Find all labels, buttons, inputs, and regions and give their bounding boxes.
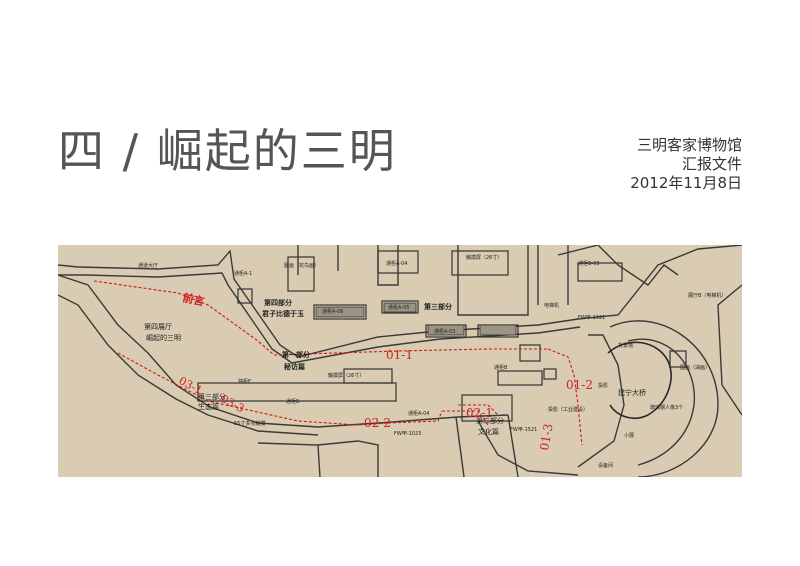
label-fw1321: FW甲-1321 — [578, 315, 605, 321]
page-title: 四 / 崛起的三明 — [58, 124, 397, 178]
plan-labels: 通道大厅 图画（花鸟画） 通柜A-1 通柜A-04 触摸屏（26寸） 通柜B-0… — [138, 254, 726, 469]
code-01-1: 01-1 — [386, 348, 413, 362]
visitor-route — [93, 280, 583, 446]
label-map-text: 图画（花鸟画） — [284, 262, 319, 269]
label-showcase-b03: 通柜B-03 — [578, 260, 600, 267]
label-screen: 触摸屏（26寸） — [466, 254, 502, 261]
label-part2: 第二部分 — [476, 416, 504, 425]
label-showcase-b: 通柜B — [494, 364, 508, 371]
label-entrance-lobby: 通道大厅 — [138, 262, 158, 269]
label-showcase-a04: 通柜A-04 — [386, 260, 407, 267]
label-part3-sub: 生态篇 — [198, 402, 219, 411]
label-part3b: 第三部分 — [424, 302, 452, 311]
label-projection: 投影 — [598, 382, 608, 389]
floor-plan: 通道大厅 图画（花鸟画） 通柜A-1 通柜A-04 触摸屏（26寸） 通柜B-0… — [58, 245, 742, 477]
label-showcase-a03: 通柜A-03 — [434, 328, 455, 335]
code-02-1: 02-1 — [466, 406, 493, 420]
label-part4-sub: 君子比德于玉 — [262, 309, 304, 318]
label-cabinet-e: 独柜E — [238, 378, 251, 385]
plan-headings: 第四展厅 崛起的三明 第四部分 君子比德于玉 第三部分 第一部分 秘访篇 第三部… — [144, 298, 646, 436]
label-part1-sub: 秘访篇 — [284, 362, 305, 371]
slide-meta: 三明客家博物馆 汇报文件 2012年11月8日 — [630, 136, 742, 193]
report-date: 2012年11月8日 — [630, 174, 742, 192]
label-landscape: 国画（油画） — [680, 364, 710, 371]
report-label: 汇报文件 — [681, 155, 742, 173]
code-01-2: 01-2 — [566, 378, 593, 392]
hatched-walls — [315, 302, 517, 336]
floor-plan-drawing: 通道大厅 图画（花鸟画） 通柜A-1 通柜A-04 触摸屏（26寸） 通柜B-0… — [58, 245, 742, 477]
label-equip: 设备间 — [598, 462, 613, 469]
label-ticket: 展厅B（电梯机） — [688, 292, 726, 299]
label-hall4: 第四展厅 — [144, 322, 172, 331]
label-elevator: 电梯机 — [544, 302, 559, 309]
label-preface: 前言 — [181, 290, 205, 308]
label-touch55: 55寸多点触摸 — [234, 420, 265, 427]
label-showcase-a04-lower: 通柜A-04 — [408, 410, 429, 417]
label-fw1023: FW甲-1023 — [394, 431, 421, 437]
showcases — [197, 250, 687, 422]
label-fw1521: FW甲-1521 — [510, 427, 537, 433]
label-hall-sm: 小展 — [624, 432, 634, 439]
label-part1: 第一部分 — [282, 350, 310, 359]
code-02-2: 02-2 — [364, 416, 391, 430]
label-part2-sub: 文化篇 — [478, 427, 499, 436]
label-showcase-b-lower: 通柜B — [286, 398, 300, 405]
museum-name: 三明客家博物馆 — [636, 136, 742, 154]
label-backdrop: 背景墙 — [618, 342, 633, 349]
label-screen2: 触摸屏（26寸） — [328, 372, 364, 379]
code-01-3: 01-3 — [537, 423, 555, 452]
label-hall4-sub: 崛起的三明 — [146, 333, 181, 342]
round-hall — [607, 341, 672, 420]
label-part3: 第三部分 — [198, 392, 226, 401]
label-flag: 玻璃钢人像3个 — [650, 404, 683, 411]
label-showcase-a05: 通柜A-05 — [388, 304, 409, 311]
label-showcase-a07: 通柜A-1 — [234, 270, 252, 277]
label-part4: 第四部分 — [264, 298, 292, 307]
label-bridge: 建宁大桥 — [618, 388, 646, 397]
label-projection2: 投影（工业建设） — [548, 406, 588, 413]
label-showcase-a06: 通柜A-06 — [322, 308, 343, 315]
